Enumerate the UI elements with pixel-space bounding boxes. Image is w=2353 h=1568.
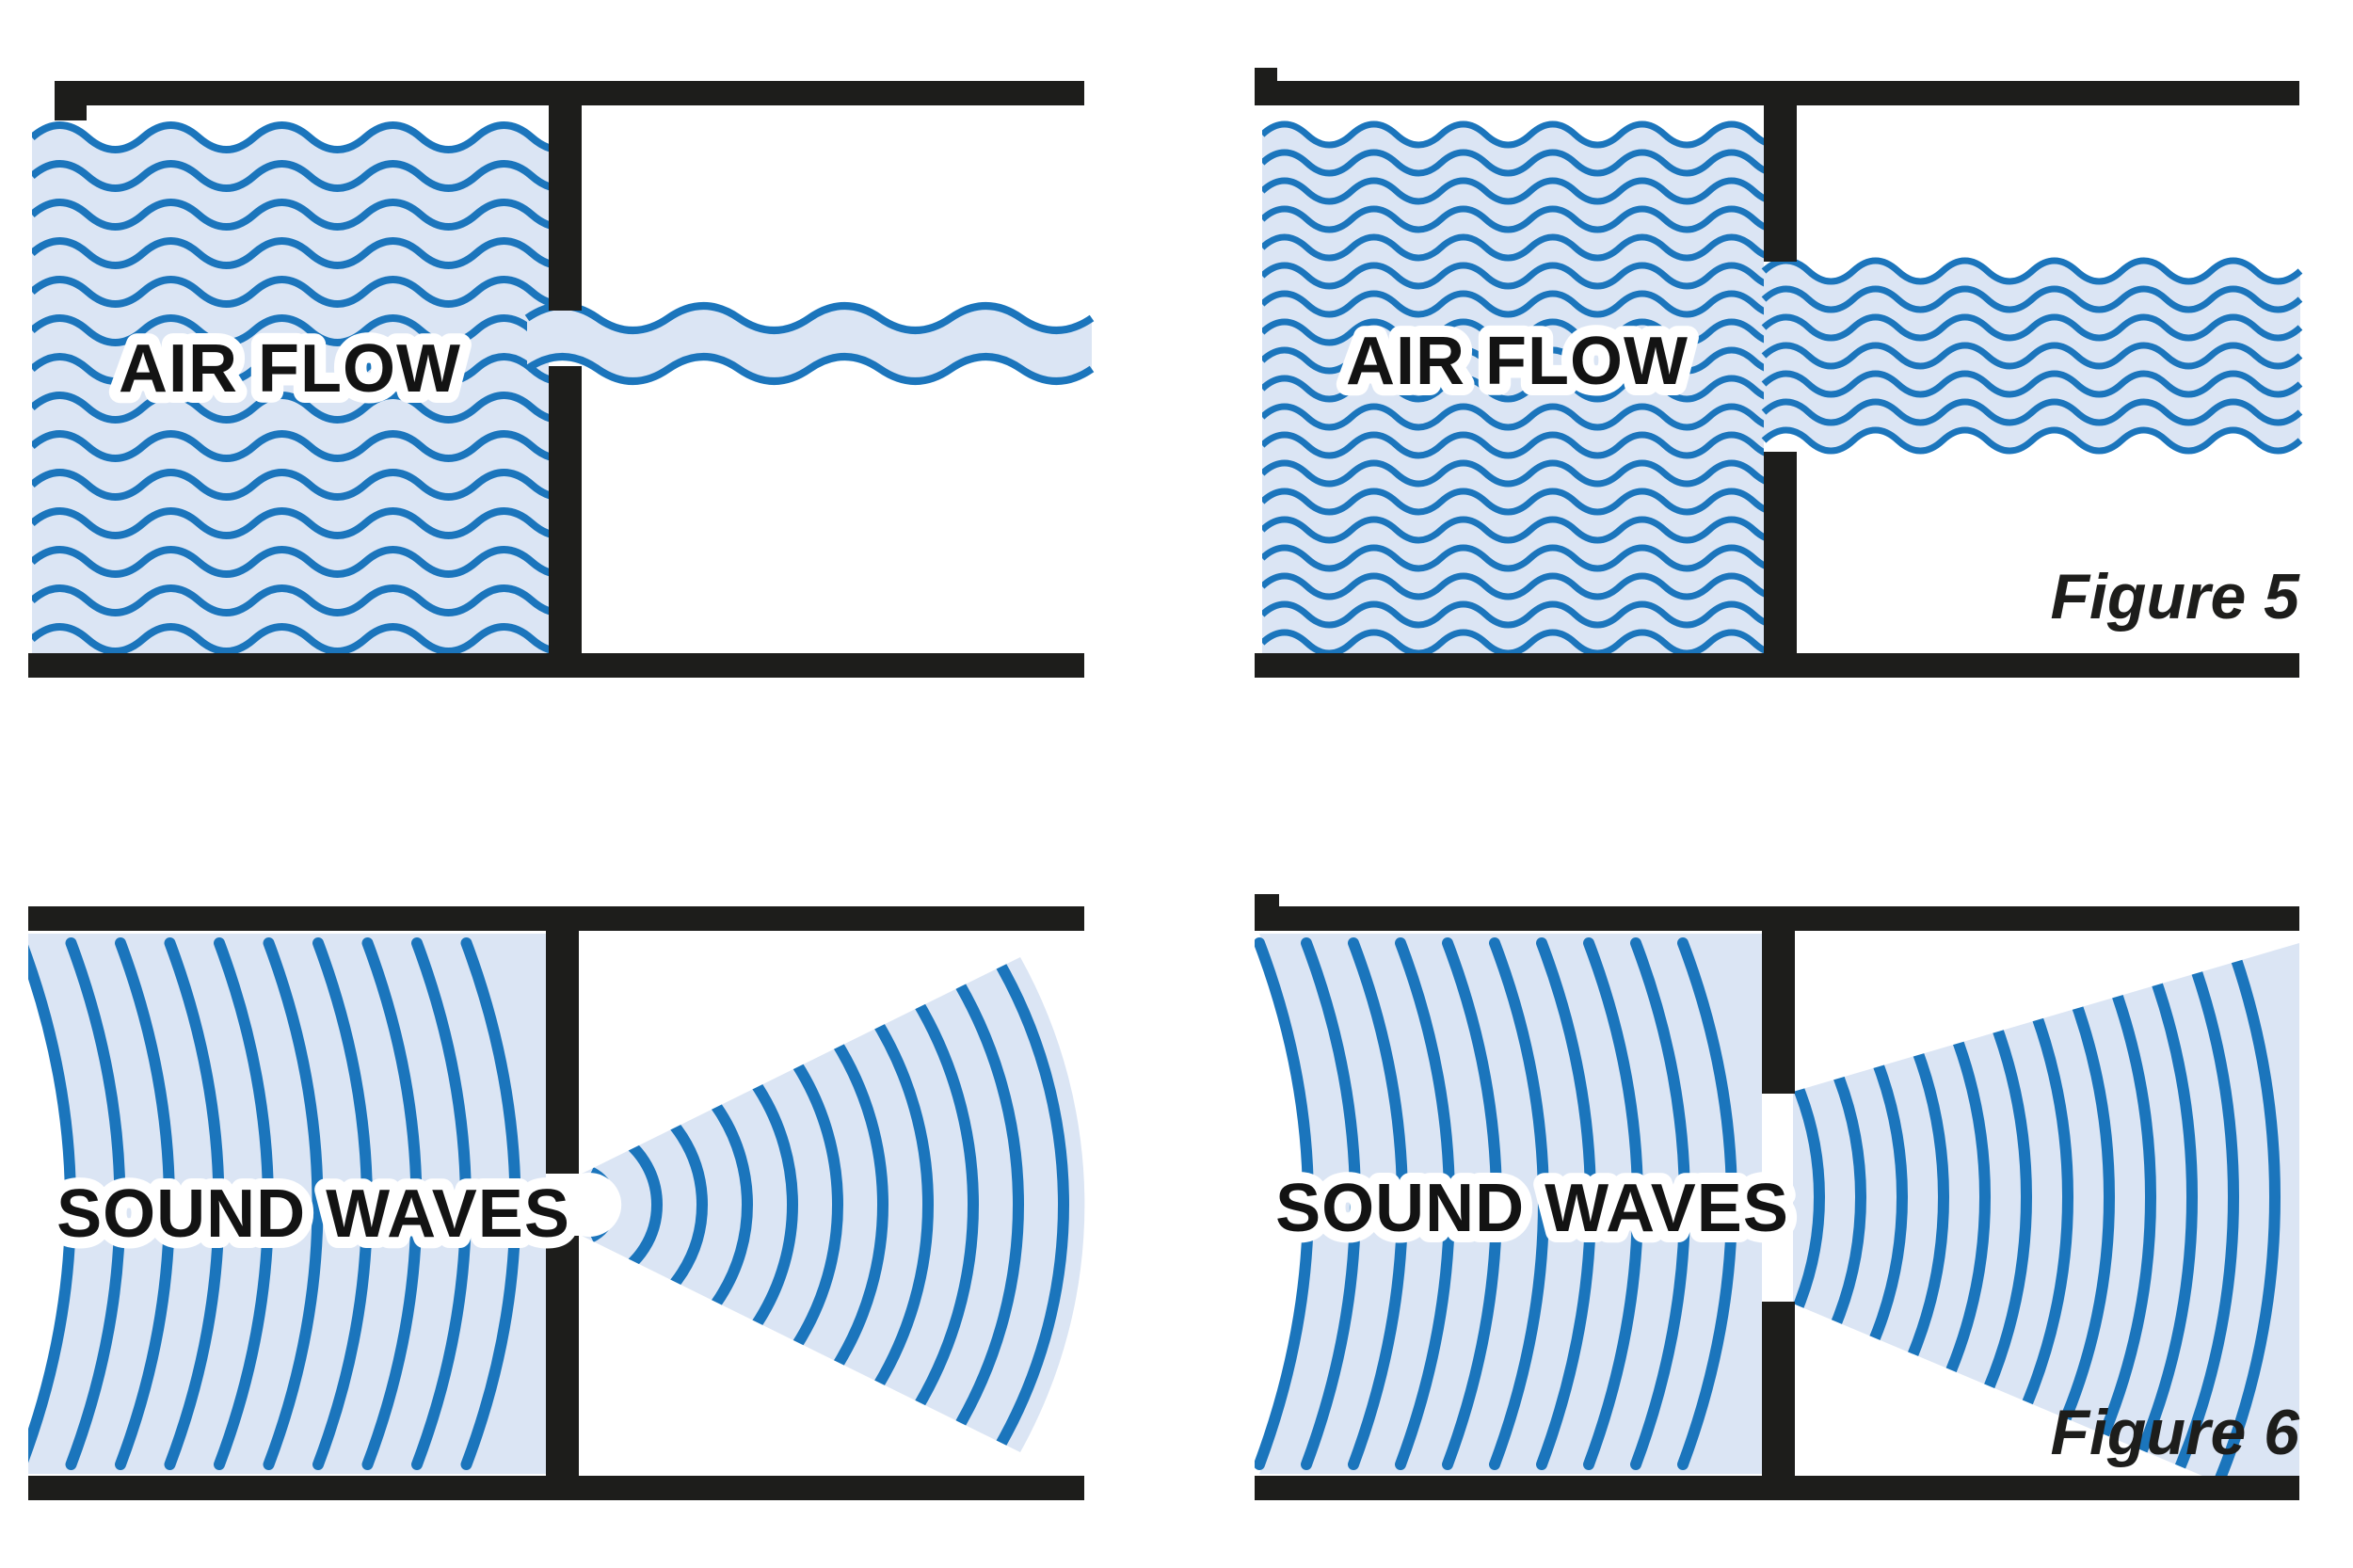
duct-walls-bottom-left [28,906,1084,1500]
air-flow-label-wide: AIR FLOW [1346,324,1689,399]
soundwaves-source-region [28,934,546,1474]
figure-6-caption: Figure 6 [2051,1397,2301,1468]
panel-top-left [28,81,1095,678]
panels-layer [28,68,2303,1500]
air-flow-label-narrow: AIR FLOW [119,331,461,407]
panel-bottom-left [28,906,1085,1500]
sound-waves-label-wide: SOUND WAVES [1275,1171,1789,1246]
duct-walls-top-left [28,81,1084,678]
duct-walls-top-right [1255,68,2299,678]
airflow-source-region [32,121,549,653]
soundwaves-source-region [1255,934,1762,1474]
airflow-source-region [1262,120,1764,653]
escaping-air-band [524,302,1095,385]
escaping-air-band [1761,257,2303,455]
duct-walls-bottom-right [1255,894,2299,1500]
labels-layer: AIR FLOW AIR FLOW SOUND WAVES SOUND WAVE… [45,312,2301,1468]
panel-top-right [1255,68,2303,678]
sound-waves-label-narrow: SOUND WAVES [56,1176,570,1252]
figure-5-caption: Figure 5 [2051,561,2301,632]
diffraction-fan [582,957,1085,1452]
